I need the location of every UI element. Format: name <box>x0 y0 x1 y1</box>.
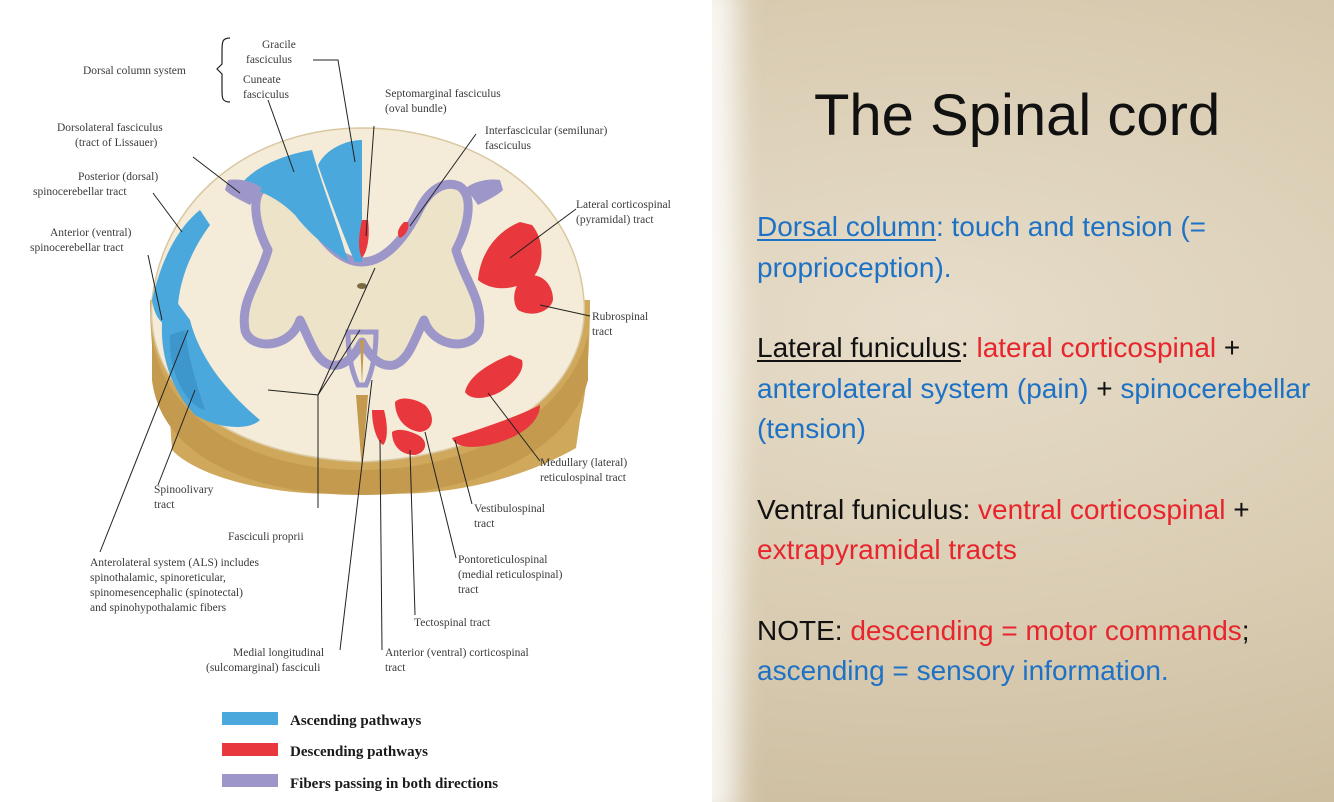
lateral-corticospinal-text: lateral corticospinal <box>976 332 1217 363</box>
label-gracile-fasciculus-2: fasciculus <box>246 54 293 66</box>
lateral-colon: : <box>960 332 977 363</box>
label-dorsal-column-system: Dorsal column system <box>83 65 186 77</box>
legend-label-descending: Descending pathways <box>290 744 428 760</box>
label-anterior-corticospinal-2: tract <box>385 662 406 674</box>
legend-label-ascending: Ascending pathways <box>290 713 421 729</box>
legend-swatch-descending <box>222 743 278 756</box>
tectospinal-tract <box>392 429 426 455</box>
spinal-cord-diagram: Dorsal column system Gracile fasciculus … <box>30 37 671 792</box>
label-tectospinal: Tectospinal tract <box>414 617 491 629</box>
plus-sign-2: + <box>1088 372 1121 404</box>
dorsal-column-text: : touch and tension (= proprioception). <box>757 211 1207 283</box>
descending-motor-text: descending = motor commands <box>850 614 1242 646</box>
label-medullary-reticulospinal: Medullary (lateral) <box>540 457 627 469</box>
slide-notes: Dorsal column: touch and tension (= prop… <box>757 207 1317 732</box>
legend: Ascending pathways Descending pathways F… <box>222 712 498 792</box>
plus-sign-3: + <box>1225 493 1250 525</box>
medial-longitudinal-core <box>360 340 364 385</box>
dorsolateral-fasciculus-left <box>225 179 262 205</box>
ascending-tracts <box>152 140 362 427</box>
anterior-corticospinal-tract <box>372 410 387 445</box>
ventral-funiculus-term: Ventral funiculus: <box>757 493 979 525</box>
dorsal-column-term: Dorsal column <box>757 211 936 242</box>
descending-tracts <box>359 220 553 455</box>
label-medial-longitudinal: Medial longitudinal <box>233 647 324 659</box>
label-cuneate-fasciculus-2: fasciculus <box>243 89 290 101</box>
anterolateral-system <box>169 330 205 410</box>
ventral-median-fissure <box>356 395 368 470</box>
diagram-labels: Dorsal column system Gracile fasciculus … <box>30 39 671 674</box>
label-vestibulospinal: Vestibulospinal <box>474 503 545 515</box>
label-als: Anterolateral system (ALS) includes <box>90 557 259 569</box>
label-medial-longitudinal-2: (sulcomarginal) fasciculi <box>206 662 320 674</box>
label-interfascicular-2: fasciculus <box>485 140 532 152</box>
ventral-corticospinal-text: ventral corticospinal <box>978 493 1226 525</box>
label-spinoolivary: Spinoolivary <box>154 484 214 496</box>
pontoreticulospinal-tract <box>395 398 432 432</box>
label-gracile-fasciculus: Gracile <box>262 39 296 51</box>
note-term: NOTE: <box>757 614 851 646</box>
ascending-sensory-text: ascending = sensory information. <box>757 655 1169 686</box>
medial-longitudinal-fasciculus <box>345 329 379 388</box>
label-medullary-reticulospinal-2: reticulospinal tract <box>540 472 627 484</box>
note-ventral-funiculus: Ventral funiculus: ventral corticospinal… <box>757 490 1317 571</box>
central-canal <box>357 283 367 289</box>
label-dorsolateral-2: (tract of Lissauer) <box>75 137 158 149</box>
anterolateral-text: anterolateral system (pain) <box>757 372 1089 404</box>
label-fasciculi-proprii: Fasciculi proprii <box>228 531 304 543</box>
diagram-panel: Dorsal column system Gracile fasciculus … <box>30 37 671 792</box>
label-posterior-spinocerebellar-2: spinocerebellar tract <box>33 186 127 198</box>
spinocerebellar-text: spinocerebellar (tension) <box>757 372 1311 445</box>
label-anterior-corticospinal: Anterior (ventral) corticospinal <box>385 647 529 659</box>
legend-swatch-both <box>222 774 278 787</box>
label-als-3: spinomesencephalic (spinotectal) <box>90 587 243 599</box>
rubrospinal-tract <box>514 274 553 314</box>
interfascicular-fasciculus <box>397 222 409 238</box>
label-anterior-spinocerebellar-2: spinocerebellar tract <box>30 242 124 254</box>
label-vestibulospinal-2: tract <box>474 518 495 530</box>
note-summary: NOTE: descending = motor commands; ascen… <box>757 611 1317 692</box>
lateral-funiculus-term: Lateral funiculus <box>757 332 961 363</box>
label-pontoreticulospinal-2: (medial reticulospinal) <box>458 569 563 581</box>
note-lateral-funiculus: Lateral funiculus: lateral corticospinal… <box>757 328 1317 450</box>
label-septomarginal: Septomarginal fasciculus <box>385 88 501 100</box>
dorsal-column-brace <box>216 37 231 103</box>
leader-lines <box>99 59 591 651</box>
vestibulospinal-tract <box>452 405 540 447</box>
slide-title: The Spinal cord <box>814 83 1221 148</box>
label-spinoolivary-2: tract <box>154 499 175 511</box>
lateral-corticospinal-tract <box>478 222 542 289</box>
label-lateral-corticospinal: Lateral corticospinal <box>576 199 671 211</box>
label-anterior-spinocerebellar: Anterior (ventral) <box>50 227 132 239</box>
label-dorsolateral: Dorsolateral fasciculus <box>57 122 163 134</box>
legend-swatch-ascending <box>222 712 278 725</box>
label-rubrospinal-2: tract <box>592 326 613 338</box>
label-septomarginal-2: (oval bundle) <box>385 103 447 115</box>
label-pontoreticulospinal: Pontoreticulospinal <box>458 554 547 566</box>
gracile-fasciculus <box>318 140 362 262</box>
label-interfascicular: Interfascicular (semilunar) <box>485 125 607 137</box>
label-posterior-spinocerebellar: Posterior (dorsal) <box>78 171 158 183</box>
label-lateral-corticospinal-2: (pyramidal) tract <box>576 214 654 226</box>
label-als-4: and spinohypothalamic fibers <box>90 602 227 614</box>
note-dorsal-column: Dorsal column: touch and tension (= prop… <box>757 207 1317 288</box>
dorsolateral-fasciculus-right <box>466 179 503 205</box>
legend-label-both: Fibers passing in both directions <box>290 776 498 792</box>
cuneate-fasciculus <box>240 150 348 262</box>
label-cuneate-fasciculus: Cuneate <box>243 74 281 86</box>
medullary-reticulospinal-tract <box>465 355 523 398</box>
label-rubrospinal: Rubrospinal <box>592 311 648 323</box>
plus-sign-1: + <box>1216 332 1241 363</box>
extrapyramidal-text: extrapyramidal tracts <box>757 534 1017 565</box>
note-separator: ; <box>1241 614 1250 646</box>
label-als-2: spinothalamic, spinoreticular, <box>90 572 226 584</box>
label-pontoreticulospinal-3: tract <box>458 584 479 596</box>
